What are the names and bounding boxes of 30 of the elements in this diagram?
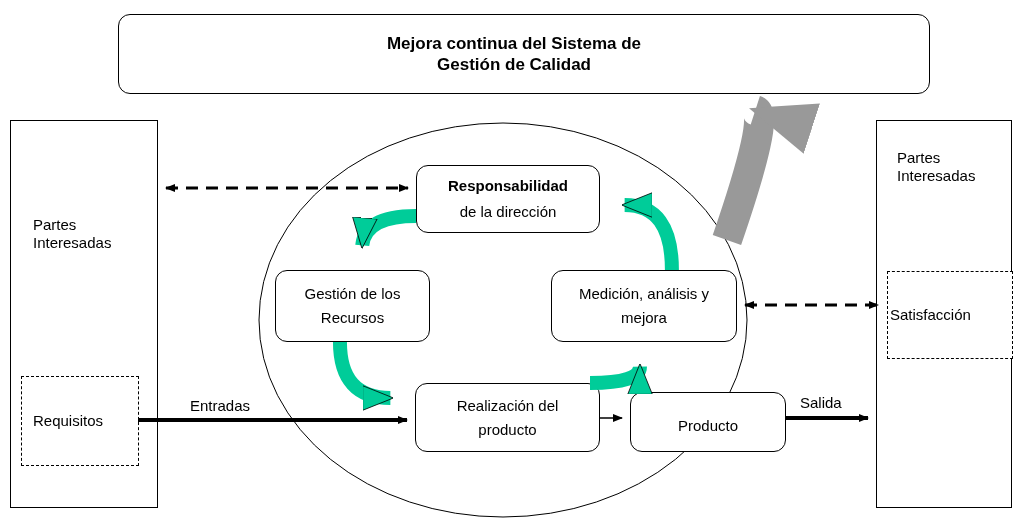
arrow xyxy=(744,301,879,309)
arrow xyxy=(138,416,408,424)
title-text: Mejora continua del Sistema de Gestión de Calidad xyxy=(385,33,643,75)
node-label: Responsabilidad de la dirección xyxy=(447,176,569,222)
curved-arrow xyxy=(621,193,679,271)
node-label: Gestión de los Recursos xyxy=(303,284,402,328)
arrow xyxy=(165,183,409,192)
stakeholder-panel xyxy=(10,120,158,508)
stakeholder-panel xyxy=(876,120,1012,508)
node-label: Realización del producto xyxy=(455,395,560,440)
edge-label: Entradas xyxy=(190,397,251,415)
curved-arrow xyxy=(712,99,819,245)
node-label: Partes Interesadas xyxy=(897,149,977,185)
product-box xyxy=(630,392,786,452)
node-label: Producto xyxy=(677,415,738,436)
process-box xyxy=(415,383,600,452)
arrow xyxy=(786,414,869,422)
satisfaction-box xyxy=(887,271,1013,359)
process-box xyxy=(416,165,600,233)
requirements-box xyxy=(21,376,139,466)
node-label: Satisfacción xyxy=(889,304,971,325)
node-label: Requisitos xyxy=(32,410,104,431)
node-label: Partes Interesadas xyxy=(33,216,113,252)
process-ellipse xyxy=(258,122,748,518)
process-box xyxy=(551,270,737,342)
arrow xyxy=(599,414,623,422)
process-box xyxy=(275,270,430,342)
title-box xyxy=(118,14,930,94)
node-label: Medición, análisis y mejora xyxy=(577,284,711,328)
edge-label: Salida xyxy=(800,394,842,412)
